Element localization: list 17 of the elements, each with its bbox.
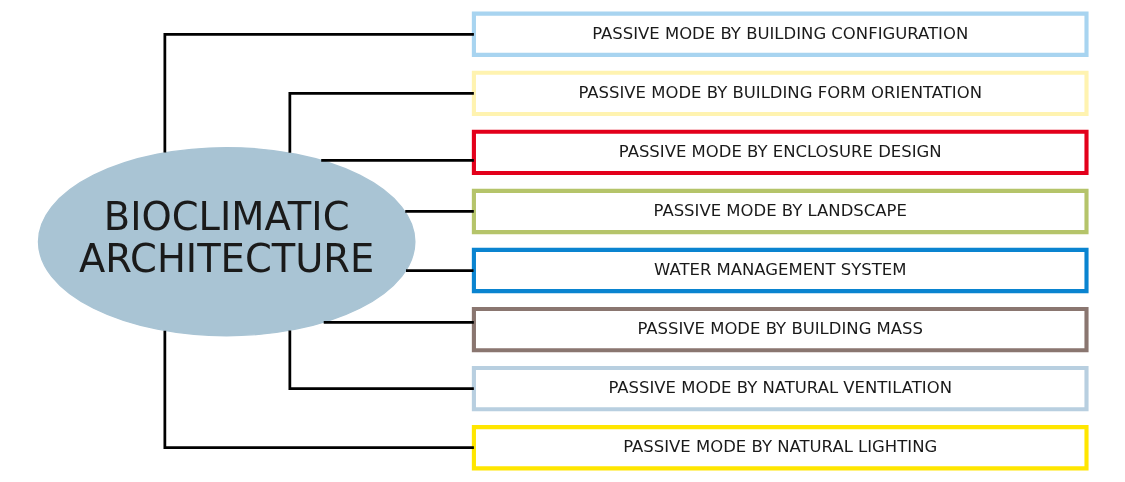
connector <box>323 321 474 324</box>
connector <box>406 269 474 272</box>
node-box: PASSIVE MODE BY BUILDING MASS <box>471 306 1089 353</box>
connector <box>288 330 474 391</box>
node-box: PASSIVE MODE BY BUILDING FORM ORIENTATION <box>471 70 1089 116</box>
connector <box>163 330 474 450</box>
node-box: WATER MANAGEMENT SYSTEM <box>471 247 1089 294</box>
node-box: PASSIVE MODE BY NATURAL LIGHTING <box>471 425 1089 471</box>
connector <box>163 32 474 153</box>
connector <box>405 210 474 213</box>
node-box: PASSIVE MODE BY NATURAL VENTILATION <box>471 366 1089 412</box>
connector <box>288 91 474 153</box>
node-box: PASSIVE MODE BY LANDSCAPE <box>471 188 1089 235</box>
node-box: PASSIVE MODE BY BUILDING CONFIGURATION <box>471 11 1089 57</box>
connector <box>321 158 474 162</box>
node-ellipse: BIOCLIMATIC ARCHITECTURE <box>37 146 416 337</box>
node-box: PASSIVE MODE BY ENCLOSURE DESIGN <box>471 129 1089 176</box>
